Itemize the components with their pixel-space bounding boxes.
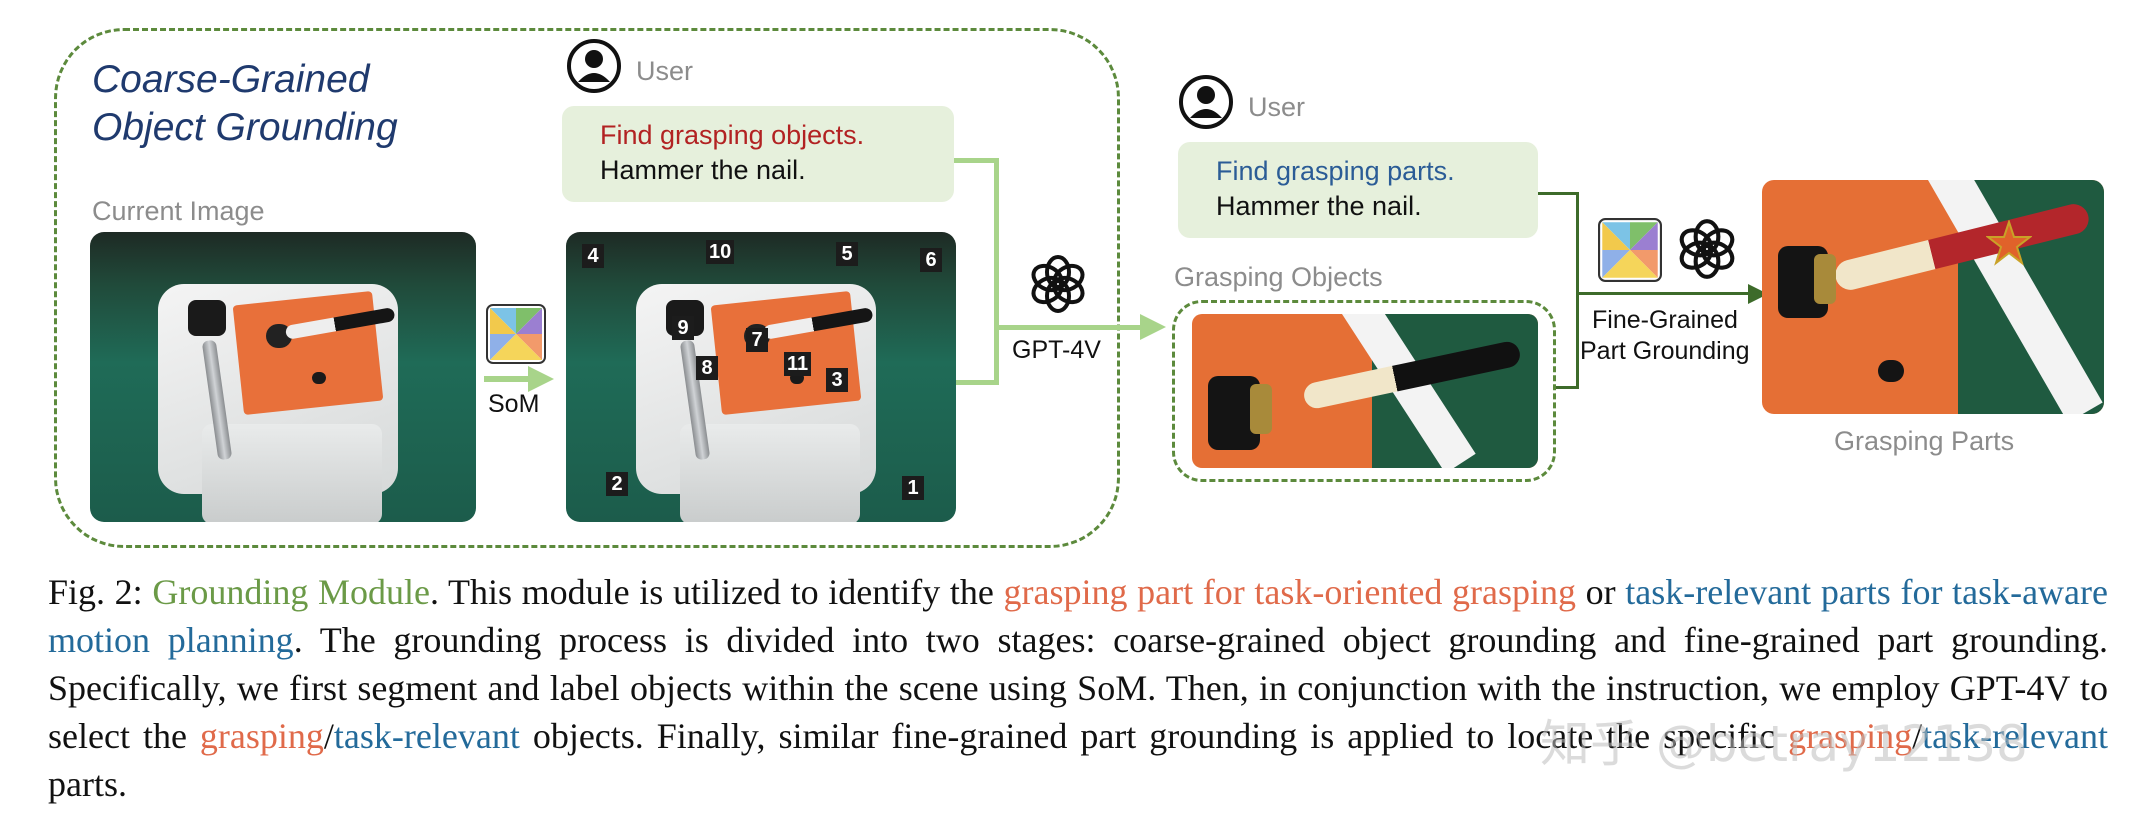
som-mark-3: 3 xyxy=(826,368,848,392)
instruction-parts-line-2: Hammer the nail. xyxy=(1216,191,1422,221)
som-mark-1: 1 xyxy=(902,476,924,500)
som-mark-6: 6 xyxy=(920,248,942,272)
caption-slash-1: / xyxy=(323,716,334,756)
current-image-photo xyxy=(90,232,476,522)
som-icon-2 xyxy=(1598,218,1662,282)
grasping-parts-label: Grasping Parts xyxy=(1834,426,2015,456)
som-mark-10: 10 xyxy=(706,240,735,264)
fine-grained-label-line1: Fine-Grained xyxy=(1592,306,1738,334)
caption-blue-3: task-relevant xyxy=(1922,716,2108,756)
user-avatar-icon xyxy=(567,39,621,93)
som-arrow-head xyxy=(528,366,554,392)
openai-logo-icon xyxy=(1031,255,1085,313)
instruction-line-1: Find grasping objects. xyxy=(600,120,865,150)
grasping-parts-photo xyxy=(1762,180,2104,414)
gpt-arrow-head xyxy=(1140,314,1166,340)
caption-text-3: . The grounding process is divided into … xyxy=(48,620,2108,756)
grasp-point-star-icon xyxy=(1986,220,2032,266)
caption-red-2: grasping xyxy=(199,716,324,756)
part-arrow-line xyxy=(1576,292,1752,295)
grasping-objects-photo xyxy=(1192,314,1538,468)
gpt-label: GPT-4V xyxy=(1012,336,1101,364)
som-icon xyxy=(486,304,546,364)
caption-text-4: objects. Finally, similar fine-grained p… xyxy=(519,716,1789,756)
figure-caption: Fig. 2: Grounding Module. This module is… xyxy=(48,568,2108,808)
connector-top-horizontal xyxy=(954,158,998,163)
som-mark-2: 2 xyxy=(606,472,628,496)
section-title-line1: Coarse-Grained xyxy=(92,58,370,101)
caption-blue-1: task-relevant parts for task-aware motio… xyxy=(48,572,2108,660)
section-title-line2: Object Grounding xyxy=(92,106,398,149)
som-mark-11: 11 xyxy=(784,352,812,376)
openai-logo-icon-2 xyxy=(1679,219,1735,279)
connector-vertical xyxy=(994,158,999,384)
som-arrow-line xyxy=(484,376,532,382)
grasping-objects-label: Grasping Objects xyxy=(1174,262,1383,292)
som-mark-8: 8 xyxy=(696,356,718,380)
part-arrow-head xyxy=(1748,284,1768,304)
caption-fig-label: Fig. 2: xyxy=(48,572,143,612)
caption-red-1: grasping part for task-oriented grasping xyxy=(1003,572,1576,612)
dark-connector-bottom xyxy=(1556,386,1579,389)
som-mark-7: 7 xyxy=(746,328,768,352)
caption-text-5: parts. xyxy=(48,764,127,804)
caption-text-2: or xyxy=(1575,572,1626,612)
caption-red-3: grasping xyxy=(1788,716,1913,756)
coarse-grained-frame xyxy=(54,28,1120,548)
watermark: 知乎 @betray12138 xyxy=(1540,715,2028,773)
dark-connector-vertical xyxy=(1576,192,1579,388)
instruction-bubble-parts: Find grasping parts. Hammer the nail. xyxy=(1178,142,1538,238)
fine-grained-label-line2: Part Grounding xyxy=(1580,337,1750,365)
caption-slash-2: / xyxy=(1912,716,1923,756)
instruction-bubble-objects: Find grasping objects. Hammer the nail. xyxy=(562,106,954,202)
som-labeled-photo: 4 10 5 6 9 7 11 8 3 2 1 xyxy=(566,232,956,522)
som-label: SoM xyxy=(488,390,540,418)
instruction-parts-line-1: Find grasping parts. xyxy=(1216,156,1455,186)
gpt-arrow-line xyxy=(994,325,1144,330)
current-image-label: Current Image xyxy=(92,196,265,226)
som-mark-4: 4 xyxy=(582,244,604,268)
connector-bottom-horizontal xyxy=(956,380,999,385)
caption-text-1: . This module is utilized to identify th… xyxy=(429,572,1004,612)
dark-connector-top xyxy=(1538,192,1578,195)
user-label: User xyxy=(636,56,694,86)
user-avatar-icon-2 xyxy=(1179,75,1233,129)
grasping-objects-frame xyxy=(1172,300,1556,482)
som-mark-5: 5 xyxy=(836,242,858,266)
caption-module-name: Grounding Module xyxy=(152,572,430,612)
som-mark-9: 9 xyxy=(672,316,694,340)
user-label-2: User xyxy=(1248,92,1306,122)
instruction-line-2: Hammer the nail. xyxy=(600,155,806,185)
caption-blue-2: task-relevant xyxy=(333,716,520,756)
